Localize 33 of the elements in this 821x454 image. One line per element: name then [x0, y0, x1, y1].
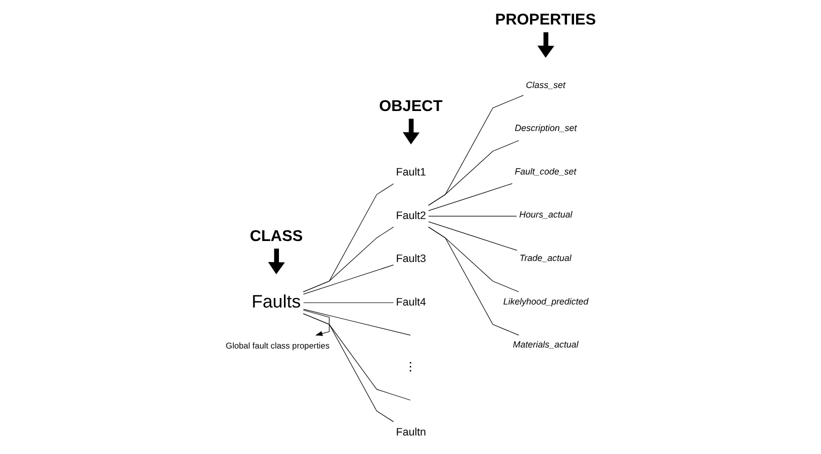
connector [302, 313, 410, 400]
connector [302, 302, 394, 304]
label: ⋮ [404, 360, 416, 374]
node-text: OBJECT [378, 98, 442, 116]
node-text: Fault4 [395, 296, 426, 308]
arrow [268, 248, 284, 274]
connector [302, 308, 410, 336]
node-text: Fault2 [395, 210, 426, 222]
node-text: Trade_actual [519, 252, 571, 263]
node-text: Faults [251, 291, 300, 312]
node-text: Class_set [525, 80, 565, 90]
node-text: Global fault class properties [225, 340, 330, 350]
connector [302, 183, 394, 292]
node-text: CLASS [249, 228, 302, 246]
connector [428, 226, 519, 336]
node-text: Likelyhood_predicted [502, 296, 588, 306]
arrow [402, 118, 420, 144]
node-text: PROPERTIES [494, 12, 596, 29]
arrow [302, 310, 330, 336]
connector [428, 221, 517, 251]
connector [302, 264, 394, 294]
connector [302, 226, 394, 292]
connector [428, 140, 519, 206]
connector [428, 95, 524, 206]
arrow [536, 32, 554, 58]
node-text: Description_set [514, 123, 576, 134]
node-text: Faultn [395, 426, 426, 438]
node-text: Materials_actual [512, 340, 578, 350]
node-text: Fault1 [395, 166, 426, 179]
connector [428, 183, 512, 211]
node-text: Fault_code_set [514, 166, 576, 176]
node-text: Hours_actual [518, 210, 572, 220]
node-text: Fault3 [395, 253, 426, 266]
